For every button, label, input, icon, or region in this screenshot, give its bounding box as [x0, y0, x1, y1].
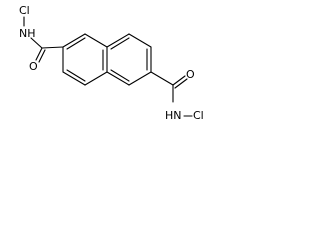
ring-right-1 — [106, 33, 130, 48]
bond-c-o-bottom-a — [172, 75, 186, 86]
atom-cl-bottom: Cl — [193, 109, 204, 122]
structure-canvas: Cl NH O O HN Cl — [0, 0, 224, 160]
atom-cl-top: Cl — [19, 4, 30, 17]
ring-left-1-inner — [66, 37, 86, 50]
ring-left-5-inner — [66, 69, 86, 82]
atom-o-bottom: O — [186, 68, 195, 81]
bond-c-ring-top — [41, 46, 64, 49]
bond-c-ring-bottom — [150, 71, 174, 86]
bond-c-o-top-a — [35, 47, 43, 61]
ring-left-1 — [62, 33, 86, 48]
ring-left-5 — [62, 71, 86, 86]
atom-o-top: O — [29, 60, 38, 73]
bond-c-o-bottom-b — [174, 78, 188, 89]
atom-nh-bottom: HN — [165, 109, 182, 122]
atom-nh-top: NH — [19, 27, 36, 40]
ring-right-5-inner — [110, 69, 130, 82]
bond-c-o-top-b — [38, 49, 46, 63]
ring-right-4 — [128, 71, 152, 86]
ring-left-4 — [84, 71, 108, 86]
bond-n-c-top — [30, 37, 43, 49]
ring-left-2 — [84, 33, 108, 48]
ring-right-1-inner — [110, 37, 130, 50]
ring-right-2 — [128, 33, 152, 48]
molecule-diagram: Cl NH O O HN Cl — [19, 4, 204, 122]
ring-right-5 — [106, 71, 130, 86]
